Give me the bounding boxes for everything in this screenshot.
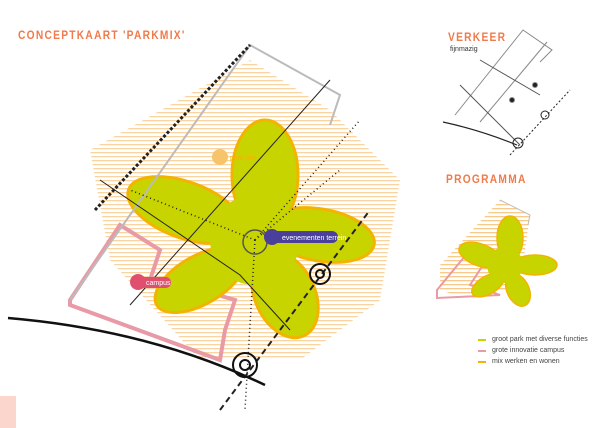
verkeer-title: VERKEER	[448, 30, 507, 44]
label-campus: campus	[130, 274, 171, 290]
park-flower	[126, 118, 376, 340]
legend-swatch	[478, 360, 486, 363]
svg-text:campus: campus	[146, 280, 171, 287]
legend-swatch	[478, 338, 486, 341]
svg-text:evenementen terrein: evenementen terrein	[282, 235, 346, 242]
verkeer-subtitle: fijnmazig	[450, 46, 478, 53]
verkeer-map	[442, 29, 571, 156]
programma-title: PROGRAMMA	[446, 172, 527, 186]
label-evenementen: evenementen terrein	[264, 229, 346, 245]
legend-swatch	[478, 349, 486, 352]
page-tab	[0, 396, 16, 428]
roundabout-icons	[232, 263, 331, 378]
programma-map	[436, 199, 558, 307]
label-park-mix: park mix	[212, 149, 257, 165]
legend-item-campus: grote innovatie campus	[478, 347, 564, 354]
page-title: CONCEPTKAART 'PARKMIX'	[18, 28, 186, 42]
legend-item-park: groot park met diverse functies	[478, 336, 588, 343]
legend-item-mix: mix werken en wonen	[478, 358, 560, 365]
svg-text:park mix: park mix	[230, 155, 257, 162]
